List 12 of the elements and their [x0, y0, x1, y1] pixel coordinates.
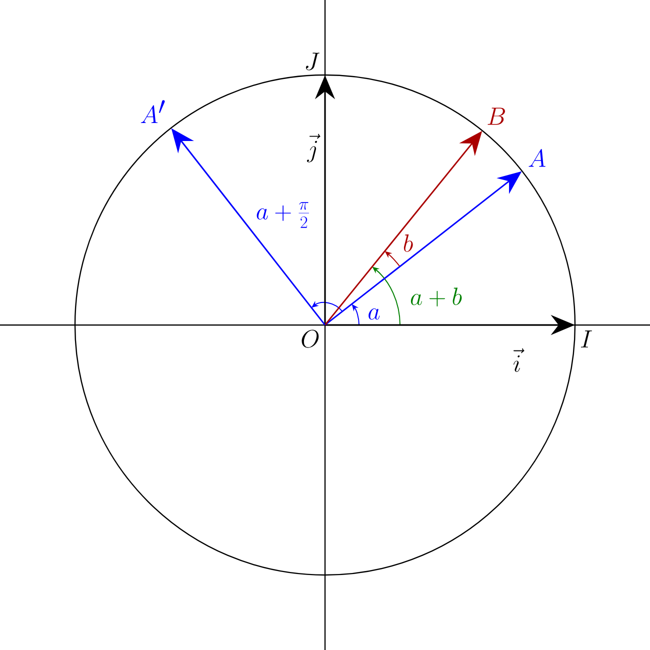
angle-label: $b$: [404, 234, 413, 252]
angle-label: $a+b$: [410, 288, 462, 306]
vector-label: $\vec{j}$: [306, 132, 320, 164]
point-label: $B$: [488, 108, 505, 125]
point-label: $A'$: [140, 100, 165, 124]
point-label: $J$: [306, 52, 320, 70]
vector-label: $\vec{i}$: [512, 347, 524, 373]
point-label: $I$: [580, 330, 592, 348]
angle-label: $a+\frac{\pi}{2}$: [256, 202, 309, 228]
angle-label: $a$: [368, 308, 380, 320]
point-label: $A$: [528, 149, 546, 167]
point-label: $O$: [302, 330, 319, 348]
